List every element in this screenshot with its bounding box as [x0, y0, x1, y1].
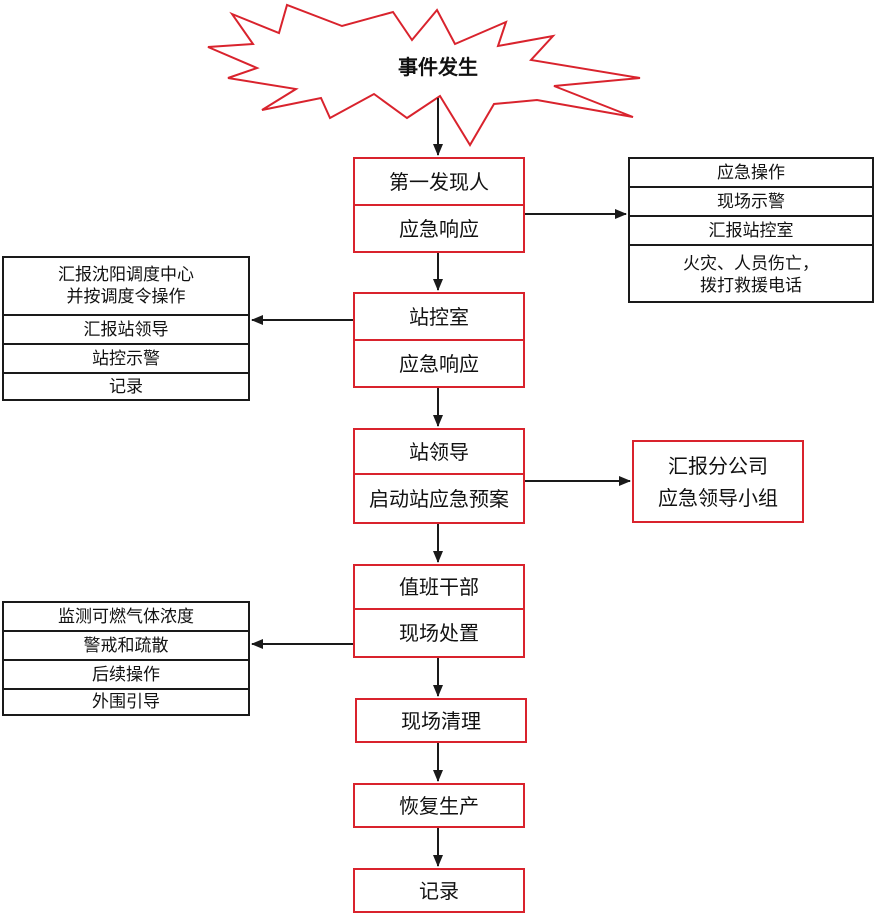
step-subtitle: 应急响应 — [355, 339, 523, 386]
report-line: 应急领导小组 — [658, 485, 778, 510]
action-line: 并按调度令操作 — [66, 287, 186, 307]
action-item-emergency-call: 火灾、人员伤亡， 拨打救援电话 — [630, 244, 872, 303]
action-item: 警戒和疏散 — [4, 630, 248, 659]
action-item: 应急操作 — [717, 162, 785, 183]
step-record: 记录 — [353, 868, 525, 913]
action-item-report-dispatch: 汇报沈阳调度中心 并按调度令操作 — [4, 258, 248, 314]
step-station-leader: 站领导 启动站应急预案 — [353, 428, 525, 524]
action-item: 外围引导 — [4, 688, 248, 714]
step-site-cleanup: 现场清理 — [355, 698, 527, 743]
step-title: 值班干部 — [399, 575, 479, 599]
event-start-label: 事件发生 — [398, 54, 478, 79]
action-item: 现场示警 — [630, 186, 872, 215]
step-first-finder: 第一发现人 应急响应 — [353, 157, 525, 253]
step-subtitle: 现场处置 — [355, 608, 523, 656]
step-subtitle: 应急响应 — [355, 204, 523, 251]
action-item: 记录 — [4, 372, 248, 399]
action-item: 汇报站领导 — [4, 314, 248, 343]
first-finder-actions-box: 应急操作 现场示警 汇报站控室 火灾、人员伤亡， 拨打救援电话 — [628, 157, 874, 303]
event-starburst — [207, 3, 641, 147]
step-title: 站领导 — [409, 439, 469, 464]
action-line: 火灾、人员伤亡， — [683, 253, 819, 274]
action-line: 拨打救援电话 — [700, 275, 802, 296]
action-item: 站控示警 — [4, 343, 248, 372]
step-resume-production: 恢复生产 — [353, 783, 525, 828]
step-duty-officer: 值班干部 现场处置 — [353, 564, 525, 658]
duty-actions-box: 监测可燃气体浓度 警戒和疏散 后续操作 外围引导 — [2, 601, 250, 716]
report-line: 汇报分公司 — [668, 453, 768, 478]
action-item: 监测可燃气体浓度 — [58, 606, 194, 627]
action-item: 后续操作 — [4, 659, 248, 688]
step-control-room: 站控室 应急响应 — [353, 292, 525, 388]
action-line: 汇报沈阳调度中心 — [58, 265, 194, 285]
step-title: 站控室 — [409, 304, 469, 329]
leader-report-box: 汇报分公司 应急领导小组 — [632, 440, 804, 523]
step-title: 第一发现人 — [389, 169, 489, 194]
control-room-actions-box: 汇报沈阳调度中心 并按调度令操作 汇报站领导 站控示警 记录 — [2, 256, 250, 401]
step-subtitle: 启动站应急预案 — [355, 473, 523, 522]
action-item: 汇报站控室 — [630, 215, 872, 244]
